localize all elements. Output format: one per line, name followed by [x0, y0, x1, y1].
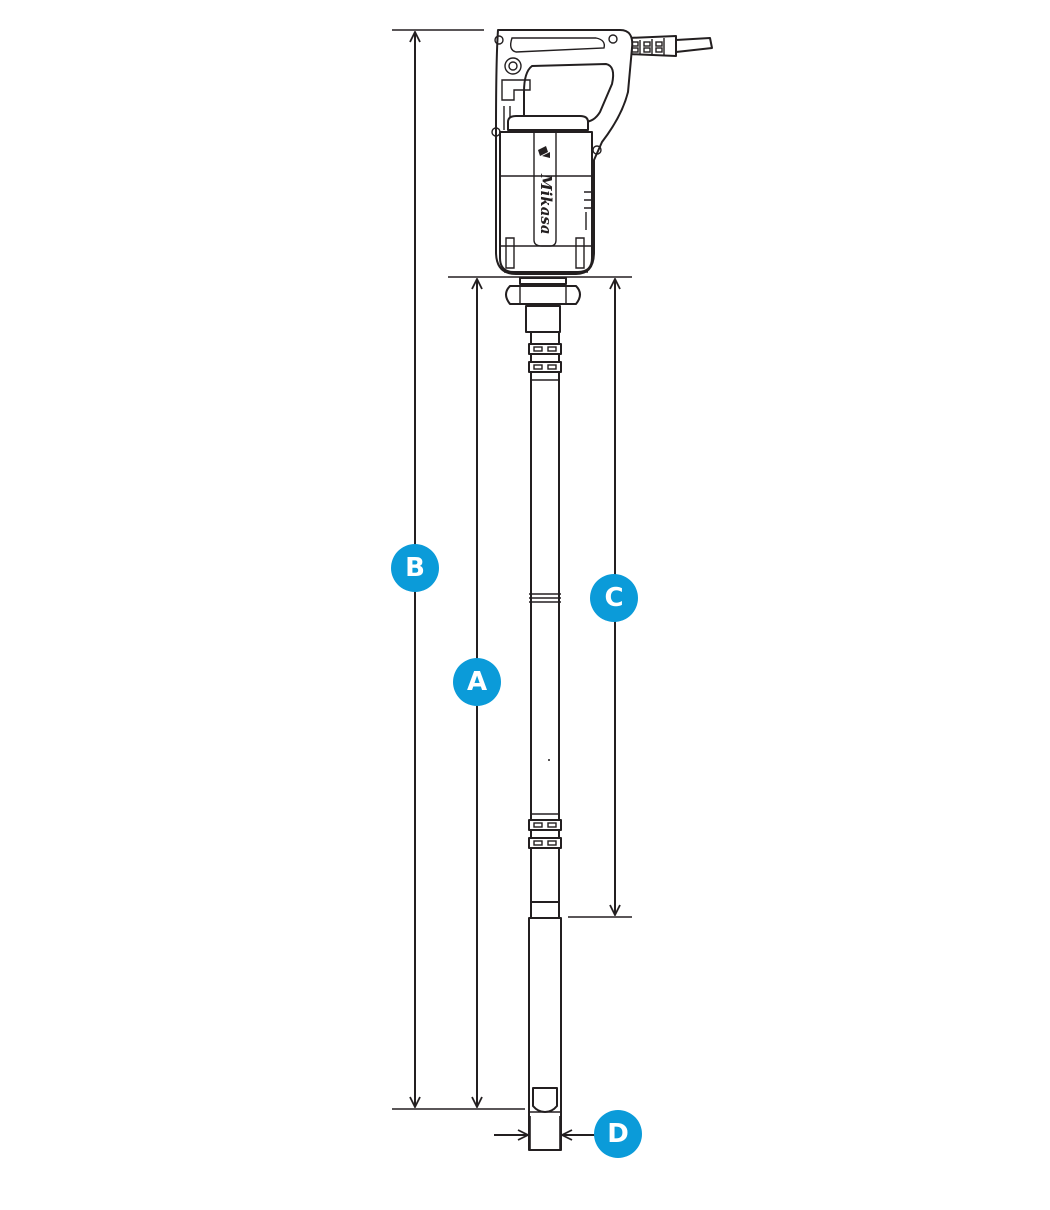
vibrator-illustration: Mikasa — [491, 29, 713, 1151]
brand-mark: Mikasa — [537, 173, 555, 235]
dimension-badge-b: B — [391, 544, 439, 592]
badge-label-c: C — [604, 583, 623, 613]
badge-label-a: A — [467, 667, 487, 697]
flexible-shaft — [528, 331, 562, 903]
coupling-nut — [505, 277, 581, 333]
badge-label-b: B — [405, 553, 425, 583]
motor-housing — [499, 115, 593, 273]
badge-label-d: D — [607, 1119, 629, 1149]
dimension-badge-c: C — [590, 574, 638, 622]
mikasa-logo-icon: Mikasa — [537, 146, 555, 235]
dimension-badge-d: D — [594, 1110, 642, 1158]
vibrating-head — [528, 901, 562, 1151]
power-cord — [627, 35, 713, 57]
dimension-badge-a: A — [453, 658, 501, 706]
